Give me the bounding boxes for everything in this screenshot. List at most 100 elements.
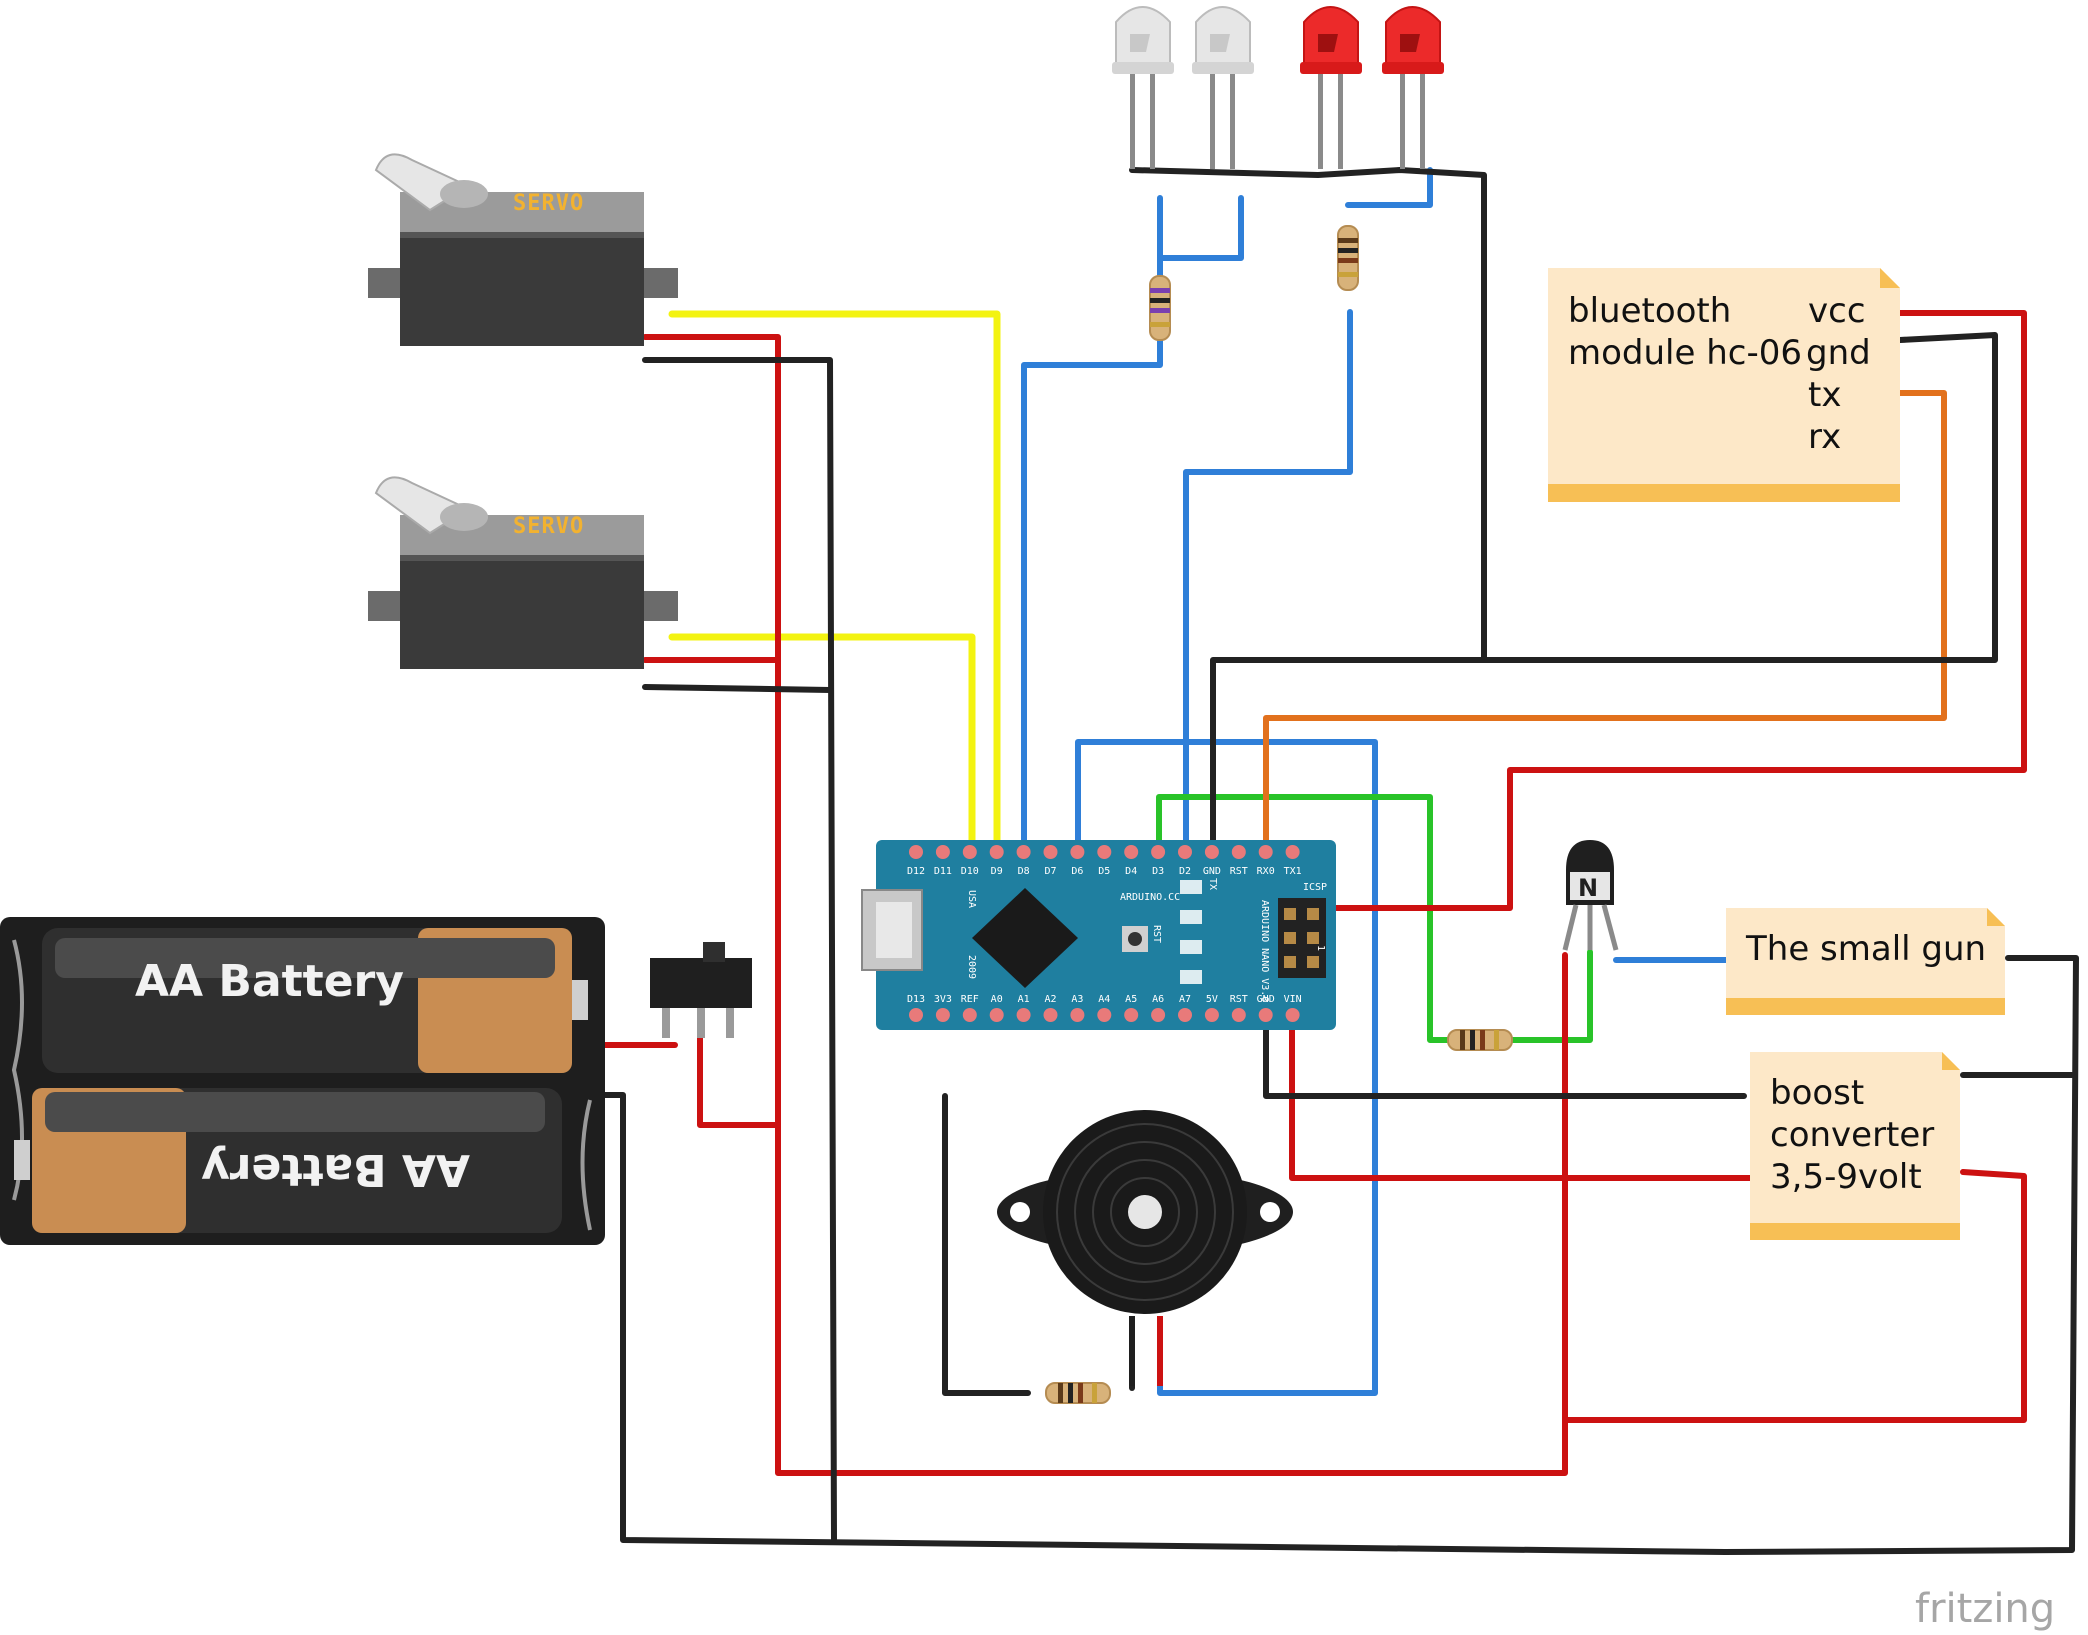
arduino-pin-label-top-3: D9 bbox=[991, 866, 1003, 877]
arduino-pin-label-bottom-5: A2 bbox=[1044, 994, 1056, 1005]
red-wires bbox=[602, 310, 2027, 1476]
arduino-pin-bottom-4 bbox=[1016, 1008, 1031, 1022]
note-bluetooth: bluetooth module hc-06 vcc gnd tx rx bbox=[1548, 268, 1900, 502]
blue-wire-d8-resistor bbox=[1021, 337, 1163, 853]
red-wire-vin-boost bbox=[1289, 1010, 1753, 1181]
arduino-pin-label-bottom-12: RST bbox=[1230, 994, 1248, 1005]
bluetooth-pin-vcc: vcc bbox=[1808, 291, 1866, 331]
note-boost: boost converter 3,5-9volt bbox=[1750, 1052, 1960, 1240]
note-gun: The small gun bbox=[1726, 908, 2005, 1015]
arduino-pin-top-12 bbox=[1231, 845, 1246, 859]
black-wires bbox=[602, 167, 2079, 1555]
arduino-pin-bottom-10 bbox=[1178, 1008, 1192, 1022]
gun-label: The small gun bbox=[1745, 929, 1986, 969]
arduino-icsp: ICSP bbox=[1303, 882, 1327, 893]
arduino-pin-label-bottom-0: D13 bbox=[907, 994, 925, 1005]
arduino-pin-bottom-7 bbox=[1097, 1008, 1112, 1022]
servo-2-label: SERVO bbox=[513, 514, 584, 539]
led-white-1 bbox=[1112, 6, 1174, 169]
blue-wire-led-bridge-left bbox=[1157, 195, 1244, 278]
arduino-pin-label-bottom-7: A4 bbox=[1098, 994, 1110, 1005]
arduino-pin-label-top-9: D3 bbox=[1152, 866, 1164, 877]
battery-cell-top: AA Battery bbox=[42, 928, 588, 1073]
led-red-1 bbox=[1300, 6, 1362, 169]
slide-switch bbox=[650, 942, 752, 1038]
black-wire-buzzer bbox=[942, 1093, 1031, 1396]
black-wire-gnd-pin bbox=[1210, 657, 1487, 853]
piezo-buzzer bbox=[997, 1110, 1293, 1386]
arduino-pin-label-top-12: RST bbox=[1230, 866, 1248, 877]
bluetooth-pin-tx: tx bbox=[1808, 375, 1841, 415]
arduino-pin-top-2 bbox=[962, 845, 977, 859]
arduino-pin-top-14 bbox=[1285, 845, 1300, 859]
servo-2: SERVO bbox=[368, 476, 678, 669]
black-wire-servo1 bbox=[642, 357, 837, 1543]
arduino-pin-top-1 bbox=[935, 845, 950, 859]
battery-cell-bottom: AA Battery bbox=[14, 1088, 562, 1233]
arduino-pin-label-bottom-6: A3 bbox=[1071, 994, 1083, 1005]
arduino-rst-button-label: RST bbox=[1151, 925, 1162, 943]
arduino-pin-label-bottom-2: REF bbox=[961, 994, 979, 1005]
arduino-pin-label-bottom-10: A7 bbox=[1179, 994, 1191, 1005]
arduino-pin-label-bottom-13: GND bbox=[1257, 994, 1275, 1005]
arduino-pin-label-bottom-8: A5 bbox=[1125, 994, 1137, 1005]
arduino-pin-top-10 bbox=[1178, 845, 1192, 859]
battery-bottom-label: AA Battery bbox=[201, 1144, 470, 1195]
blue-wire-d2-resistor bbox=[1183, 309, 1353, 853]
arduino-pin-label-bottom-11: 5V bbox=[1206, 994, 1218, 1005]
arduino-pin-bottom-8 bbox=[1124, 1008, 1139, 1022]
arduino-pin-bottom-5 bbox=[1043, 1008, 1058, 1022]
leds bbox=[1112, 6, 1444, 169]
battery-pack: AA Battery AA Battery bbox=[0, 917, 605, 1245]
arduino-pin-label-top-10: D2 bbox=[1179, 866, 1191, 877]
arduino-pin-top-3 bbox=[989, 845, 1004, 859]
led-white-2 bbox=[1192, 6, 1254, 169]
fritzing-watermark: fritzing bbox=[1915, 1586, 2055, 1632]
arduino-pin-label-top-5: D7 bbox=[1044, 866, 1056, 877]
arduino-pin-top-11 bbox=[1204, 845, 1219, 859]
bluetooth-left-line-1: bluetooth bbox=[1568, 291, 1731, 331]
boost-line-2: converter bbox=[1770, 1115, 1934, 1155]
arduino-pin-label-bottom-3: A0 bbox=[991, 994, 1003, 1005]
arduino-pin-label-top-7: D5 bbox=[1098, 866, 1110, 877]
arduino-pin-top-13 bbox=[1258, 845, 1273, 859]
arduino-pin-top-9 bbox=[1151, 845, 1166, 859]
resistors bbox=[1045, 225, 1513, 1404]
green-wire-transistor bbox=[1509, 949, 1593, 1043]
arduino-pin-label-top-0: D12 bbox=[907, 866, 925, 877]
arduino-pin-bottom-12 bbox=[1231, 1008, 1246, 1022]
arduino-icsp-one: 1 bbox=[1315, 945, 1326, 951]
red-wire-servo1 bbox=[642, 334, 1568, 1476]
bluetooth-left-line-2: module hc-06 bbox=[1568, 333, 1802, 373]
arduino-pin-bottom-6 bbox=[1070, 1008, 1085, 1022]
wires bbox=[602, 167, 2079, 1555]
arduino-pin-label-top-4: D8 bbox=[1018, 866, 1030, 877]
arduino-model: ARDUINO NANO V3.0 bbox=[1259, 900, 1270, 1002]
arduino-pin-label-top-2: D10 bbox=[961, 866, 979, 877]
arduino-pin-bottom-0 bbox=[909, 1008, 923, 1022]
arduino-pin-bottom-11 bbox=[1204, 1008, 1219, 1022]
arduino-pin-label-bottom-14: VIN bbox=[1284, 994, 1302, 1005]
arduino-year: 2009 bbox=[966, 955, 977, 979]
arduino-pin-bottom-14 bbox=[1285, 1008, 1300, 1022]
arduino-pin-label-top-13: RX0 bbox=[1257, 866, 1275, 877]
servo-1: SERVO bbox=[368, 153, 678, 346]
arduino-pin-label-top-1: D11 bbox=[934, 866, 952, 877]
black-wire-servo2 bbox=[642, 684, 833, 693]
black-wire-led-ground bbox=[1129, 167, 1998, 663]
yellow-wire-servo1 bbox=[668, 310, 1001, 852]
red-wire-switch bbox=[697, 1007, 781, 1128]
arduino-usa: USA bbox=[966, 890, 977, 908]
green-wires bbox=[1156, 794, 1593, 1043]
black-wire-gnd-loop bbox=[1263, 1010, 1747, 1099]
arduino-pin-label-top-6: D6 bbox=[1071, 866, 1083, 877]
arduino-pin-label-top-8: D4 bbox=[1125, 866, 1137, 877]
bluetooth-pin-rx: rx bbox=[1808, 417, 1841, 457]
boost-line-1: boost bbox=[1770, 1073, 1864, 1113]
arduino-pin-label-top-11: GND bbox=[1203, 866, 1221, 877]
battery-top-label: AA Battery bbox=[135, 956, 404, 1007]
